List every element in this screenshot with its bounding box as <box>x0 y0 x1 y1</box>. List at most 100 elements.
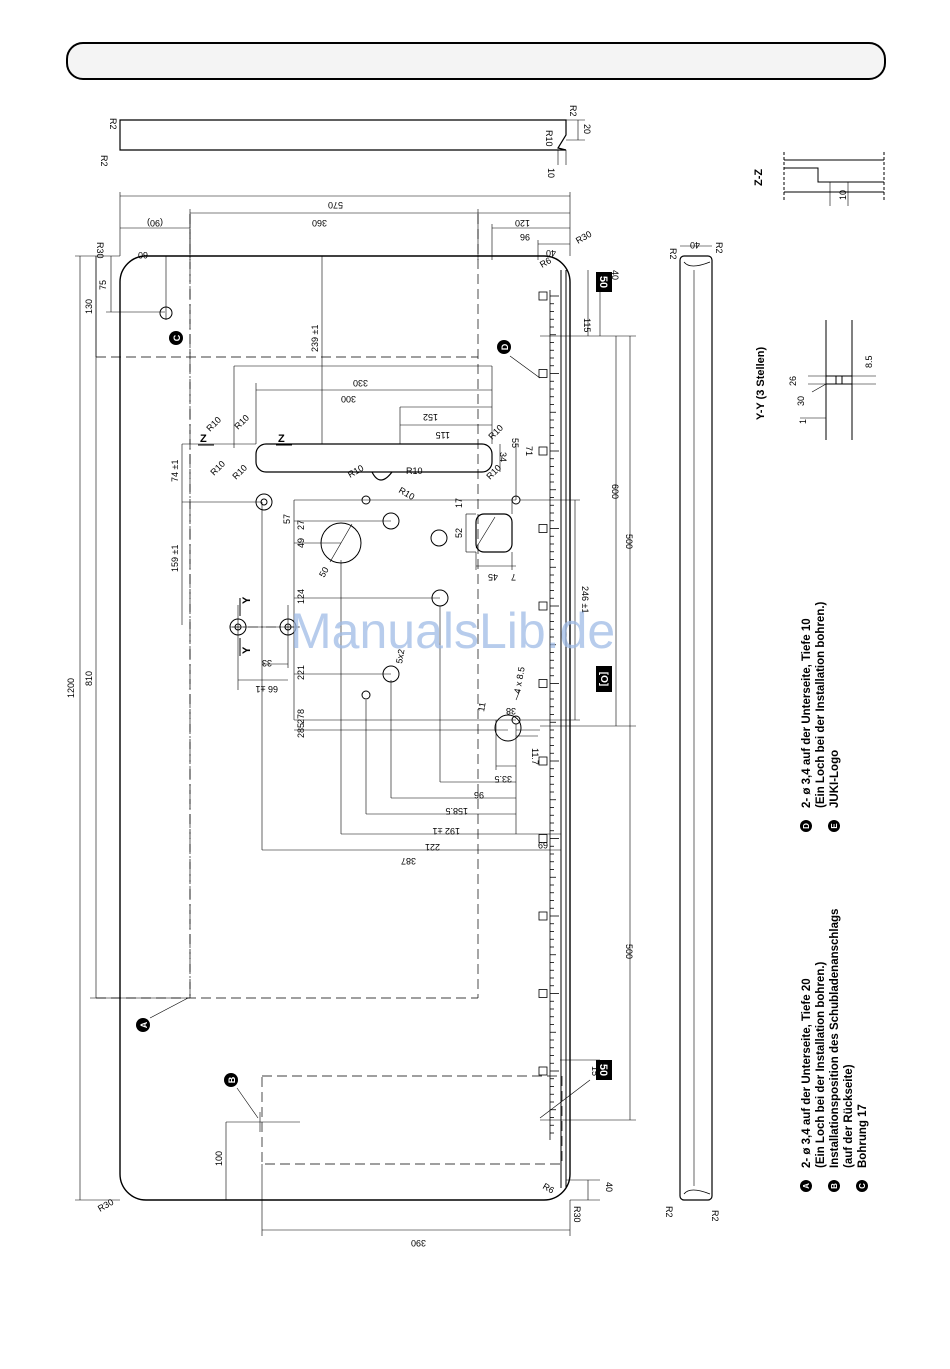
legend-text: 2- ø 3,4 auf der Unterseite, Tiefe 20 <box>801 978 813 1168</box>
dim-17: 17 <box>454 498 464 508</box>
dim-45: 45 <box>488 572 498 582</box>
dim-r6-bottom: R6 <box>541 1181 556 1195</box>
legend-marker-a: A <box>800 1180 812 1192</box>
legend: A 2- ø 3,4 auf der Unterseite, Tiefe 20(E… <box>800 601 869 1192</box>
dim-27: 27 <box>296 520 306 530</box>
dim-387: 387 <box>401 856 416 866</box>
dim-top-r10: R10 <box>544 130 554 147</box>
svg-text:50: 50 <box>597 1064 609 1076</box>
svg-text:C: C <box>172 334 182 341</box>
dim-r30-topright: R30 <box>574 229 593 246</box>
dim-zz-10: 10 <box>838 190 848 200</box>
dim-r10-a: R10 <box>204 415 223 434</box>
dim-500-b: 500 <box>624 944 634 959</box>
hole-c <box>159 256 173 320</box>
dim-yy-1: 1 <box>798 419 808 424</box>
dim-r10-g: R10 <box>346 463 365 480</box>
legend-marker-e: E <box>828 820 840 832</box>
dim-5x2: 5x2 <box>394 648 406 664</box>
dim-152: 152 <box>423 412 438 422</box>
svg-text:A: A <box>802 1183 811 1189</box>
dim-r10-b: R10 <box>232 413 251 432</box>
dim-55: 55 <box>510 438 520 448</box>
dim-top-10: 10 <box>546 168 556 178</box>
logo-50-top: 50 <box>596 272 612 292</box>
dim-390: 390 <box>411 1238 426 1248</box>
dim-r6-top: R6 <box>538 255 553 269</box>
section-zz-title: Z-Z <box>753 169 765 186</box>
dim-115: 115 <box>436 430 450 440</box>
ruler-mark <box>538 446 548 456</box>
dim-yy-30: 30 <box>796 396 806 406</box>
header-bar <box>66 42 886 80</box>
logo-juki: [O] <box>596 666 612 692</box>
top-dimension-lines <box>119 192 571 260</box>
dim-15: 15 <box>590 1066 600 1076</box>
dim-50: 50 <box>317 565 331 579</box>
ruler-mark <box>538 291 548 301</box>
legend-text: 2- ø 3,4 auf der Unterseite, Tiefe 10 <box>801 618 813 808</box>
dim-96-b: 96 <box>474 790 484 800</box>
svg-text:E: E <box>830 823 839 829</box>
ruler-mark <box>538 601 548 611</box>
right-dimension-lines <box>520 270 636 1201</box>
svg-text:B: B <box>830 1183 839 1189</box>
dim-124: 124 <box>296 589 306 604</box>
dim-278: 278 <box>296 709 306 724</box>
svg-text:D: D <box>802 823 811 829</box>
legend-marker-d: D <box>800 820 812 832</box>
legend-text: (Ein Loch bei der Installation bohren.) <box>815 961 827 1168</box>
ruler-mark <box>538 369 548 378</box>
left-dimension-lines <box>75 255 190 1201</box>
dim-yy-8-5: 8.5 <box>864 355 874 368</box>
dim-360: 360 <box>312 218 327 228</box>
dim-top-r2-left-bottom: R2 <box>99 155 109 167</box>
ruler-mark <box>538 756 548 766</box>
svg-text:D: D <box>500 343 510 350</box>
svg-text:A: A <box>139 1021 149 1028</box>
dim-158-5: 158.5 <box>445 806 468 816</box>
marker-d: D <box>497 340 541 379</box>
dim-192: 192 ±1 <box>433 826 460 836</box>
dim-60: 60 <box>138 250 148 260</box>
watermark: ManualsLib.de <box>290 603 615 659</box>
svg-text:C: C <box>858 1183 867 1189</box>
dim-r10-e: R10 <box>486 423 505 442</box>
dim-330: 330 <box>353 378 368 388</box>
dim-r30-topleft: R30 <box>95 242 105 259</box>
legend-marker-c: C <box>856 1180 868 1192</box>
dim-810: 810 <box>84 671 94 686</box>
dim-top-20: 20 <box>582 124 592 134</box>
section-z-left: Z <box>200 433 207 445</box>
dim-33-5: 33.5 <box>494 774 512 784</box>
ruler-mark <box>538 1066 548 1076</box>
marker-a: A <box>136 997 189 1032</box>
dim-500-a: 500 <box>624 534 634 549</box>
dim-300: 300 <box>341 394 356 404</box>
dim-11-7: 11.7 <box>530 748 540 765</box>
dim-r10-h: R10 <box>406 466 423 476</box>
dim-r30-bottomright: R30 <box>572 1206 582 1223</box>
ruler-mark <box>538 524 548 533</box>
ruler-mark <box>538 834 548 843</box>
dim-159: 159 ±1 <box>170 545 180 572</box>
section-zz-detail <box>783 152 885 206</box>
ruler-mark <box>538 989 548 998</box>
legend-text: JUKI-Logo <box>829 750 841 808</box>
dim-side-r2-a: R2 <box>668 248 678 260</box>
dim-33: 33 <box>262 658 272 668</box>
dim-239: 239 ±1 <box>310 325 320 352</box>
dim-120: 120 <box>515 218 530 228</box>
section-z-right: Z <box>278 433 285 445</box>
dim-1200: 1200 <box>66 678 76 698</box>
dim-115-right: 115 <box>582 318 592 332</box>
legend-text: (auf der Rückseite) <box>843 1064 855 1168</box>
dim-57: 57 <box>282 514 292 524</box>
dim-r10-c: R10 <box>208 459 227 478</box>
marker-b: B <box>224 1073 259 1119</box>
section-yy-title: Y-Y (3 Stellen) <box>755 347 767 420</box>
marker-c: C <box>169 331 183 345</box>
section-y-bottom: Y <box>241 646 253 654</box>
legend-text: Installationsposition des Schubladenansc… <box>829 909 841 1168</box>
